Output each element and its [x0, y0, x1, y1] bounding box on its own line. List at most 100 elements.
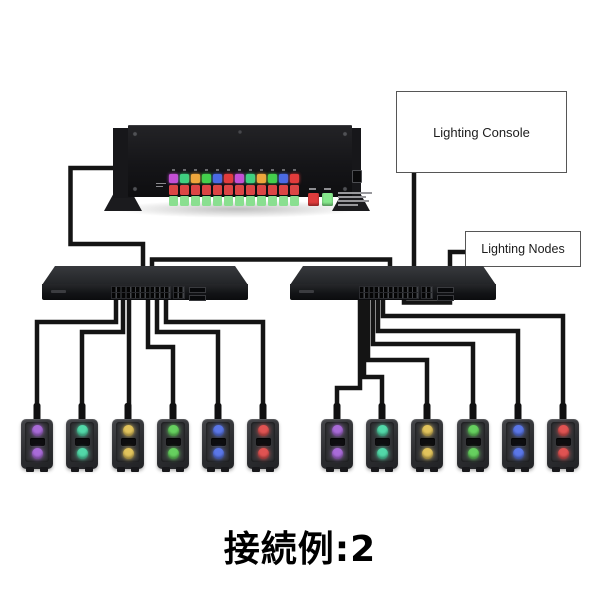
lighting-console-label-box: Lighting Console — [396, 91, 567, 173]
node-face — [506, 422, 530, 462]
node-slot — [74, 438, 90, 446]
console-button-column — [290, 174, 299, 206]
console-front-panel — [128, 125, 372, 206]
button-number-mark — [202, 169, 211, 171]
console-button-column — [191, 174, 200, 206]
node-slot — [510, 438, 526, 446]
console-button — [191, 196, 200, 206]
node-slot — [374, 438, 390, 446]
node-face — [551, 422, 575, 462]
lighting-node — [457, 403, 489, 472]
node-slot — [210, 438, 226, 446]
console-button — [290, 196, 299, 206]
console-button — [180, 196, 189, 206]
button-number-mark — [180, 169, 189, 171]
node-connector — [476, 467, 484, 472]
node-top-button — [122, 425, 134, 436]
node-bottom-button — [557, 448, 569, 459]
node-top-button — [376, 425, 388, 436]
console-left-rack-ear — [113, 128, 131, 198]
lighting-node — [411, 403, 443, 472]
button-number-row — [169, 169, 299, 171]
node-connector — [416, 467, 424, 472]
switch-port-block — [112, 286, 170, 298]
button-number-mark — [191, 169, 200, 171]
cable-switch1-node4 — [145, 296, 176, 422]
console-button-column — [268, 174, 277, 206]
node-slot — [419, 438, 435, 446]
cable-switch2-node4 — [370, 296, 476, 422]
console-side-button — [322, 193, 333, 206]
node-connector — [117, 467, 125, 472]
cable-switch1-node1 — [34, 296, 119, 422]
lighting-node — [112, 403, 144, 472]
node-body — [202, 419, 234, 472]
switch-front-face — [42, 284, 248, 301]
button-number-mark — [279, 169, 288, 171]
node-top-button — [167, 425, 179, 436]
node-connector — [340, 467, 348, 472]
node-cable-stub — [33, 403, 41, 423]
network-switch-right — [290, 266, 496, 301]
node-cable-stub — [378, 403, 386, 423]
switch-logo — [51, 290, 66, 293]
button-number-mark — [235, 169, 244, 171]
node-connector — [176, 467, 184, 472]
node-face — [161, 422, 185, 462]
node-face — [370, 422, 394, 462]
node-body — [21, 419, 53, 472]
console-button — [213, 196, 222, 206]
node-bottom-button — [331, 448, 343, 459]
node-top-button — [421, 425, 433, 436]
lighting-node — [366, 403, 398, 472]
lighting-node — [66, 403, 98, 472]
console-button — [235, 184, 244, 195]
console-button — [202, 184, 211, 195]
console-button — [202, 196, 211, 206]
lighting-node — [321, 403, 353, 472]
lighting-console-label: Lighting Console — [433, 124, 530, 140]
console-button-column — [202, 174, 211, 206]
node-slot — [255, 438, 271, 446]
node-cable-stub — [559, 403, 567, 423]
console-button-grid — [169, 174, 299, 206]
node-connector — [221, 467, 229, 472]
node-top-button — [557, 425, 569, 436]
lighting-node — [247, 403, 279, 472]
node-face — [461, 422, 485, 462]
node-body — [457, 419, 489, 472]
panel-fine-print — [338, 192, 372, 206]
button-number-mark — [290, 169, 299, 171]
cable-switch2-node6 — [380, 296, 566, 422]
lighting-node — [502, 403, 534, 472]
panel-connector-port — [352, 170, 362, 183]
node-bottom-button — [512, 448, 524, 459]
node-top-button — [212, 425, 224, 436]
switch-front-face — [290, 284, 496, 301]
switch-port-block — [360, 286, 418, 298]
node-bottom-button — [376, 448, 388, 459]
console-button-column — [235, 174, 244, 206]
console-button-column — [180, 174, 189, 206]
button-number-mark — [257, 169, 266, 171]
node-face — [325, 422, 349, 462]
node-connector — [26, 467, 34, 472]
console-button — [246, 184, 255, 195]
cable-switch2-node5 — [375, 296, 521, 422]
console-side-buttons — [308, 193, 333, 206]
console-button — [180, 184, 189, 195]
node-top-button — [31, 425, 43, 436]
button-number-mark — [268, 169, 277, 171]
button-number-mark — [224, 169, 233, 171]
node-connector — [385, 467, 393, 472]
node-connector — [371, 467, 379, 472]
lighting-node — [202, 403, 234, 472]
node-connector — [521, 467, 529, 472]
console-button-column — [169, 174, 178, 206]
cable-switch1-node6 — [163, 296, 266, 422]
lighting-console-device — [104, 98, 372, 218]
console-button-column — [224, 174, 233, 206]
lighting-node — [157, 403, 189, 472]
node-cable-stub — [469, 403, 477, 423]
